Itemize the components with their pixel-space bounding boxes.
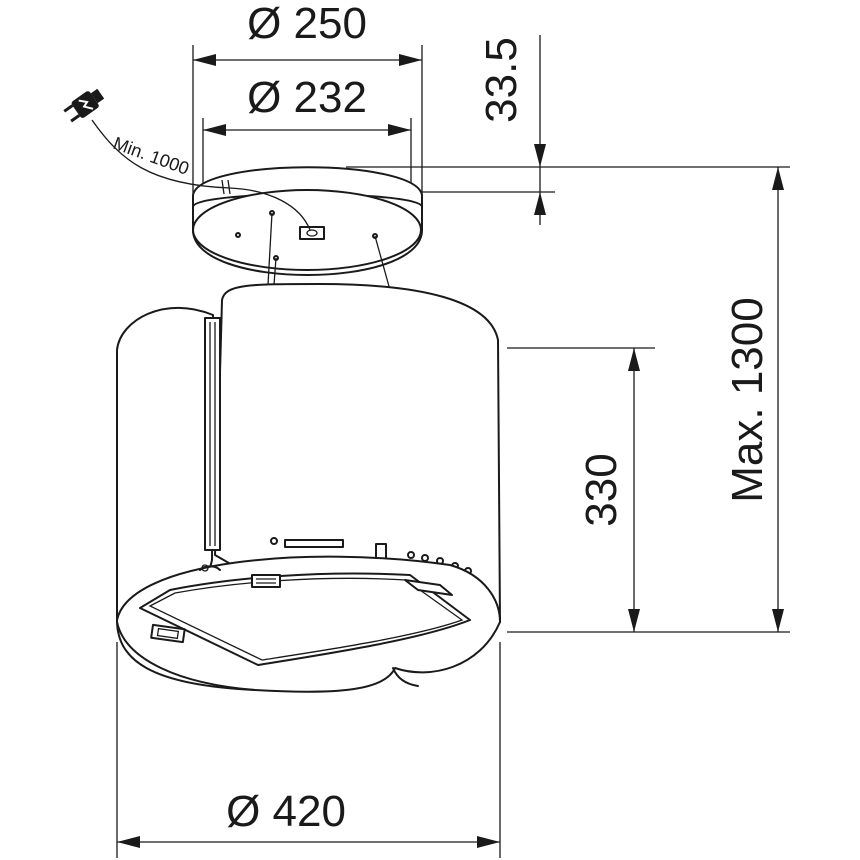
filter-handle-top [251, 574, 281, 588]
dimension-canopy-height: 33.5 [346, 35, 790, 225]
body-diameter-label: Ø 420 [226, 787, 346, 836]
control-display-slot [284, 539, 344, 548]
top-inner-diameter-label: Ø 232 [247, 73, 367, 122]
dimension-body-diameter: Ø 420 [116, 642, 501, 858]
cable-length-label: Min. 1000 [111, 133, 192, 179]
dimension-top-inner-diameter: Ø 232 [202, 73, 412, 205]
canopy-cable-outlet [299, 226, 325, 240]
suspension-cables [267, 212, 391, 291]
grease-filter [139, 572, 471, 666]
top-outer-diameter-label: Ø 250 [247, 0, 367, 48]
body-height-label: 330 [577, 453, 626, 526]
ceiling-canopy [192, 166, 423, 276]
power-plug-icon [63, 88, 105, 123]
dimension-top-outer-diameter: Ø 250 [192, 0, 423, 218]
max-height-label: Max. 1300 [723, 297, 772, 502]
dimension-max-height: Max. 1300 [723, 167, 784, 632]
hood-bottom [116, 555, 501, 693]
canopy-height-label: 33.5 [477, 37, 526, 123]
filter-handle-right [404, 579, 453, 596]
dimension-body-height: 330 [507, 347, 790, 633]
control-button-1 [407, 551, 415, 559]
